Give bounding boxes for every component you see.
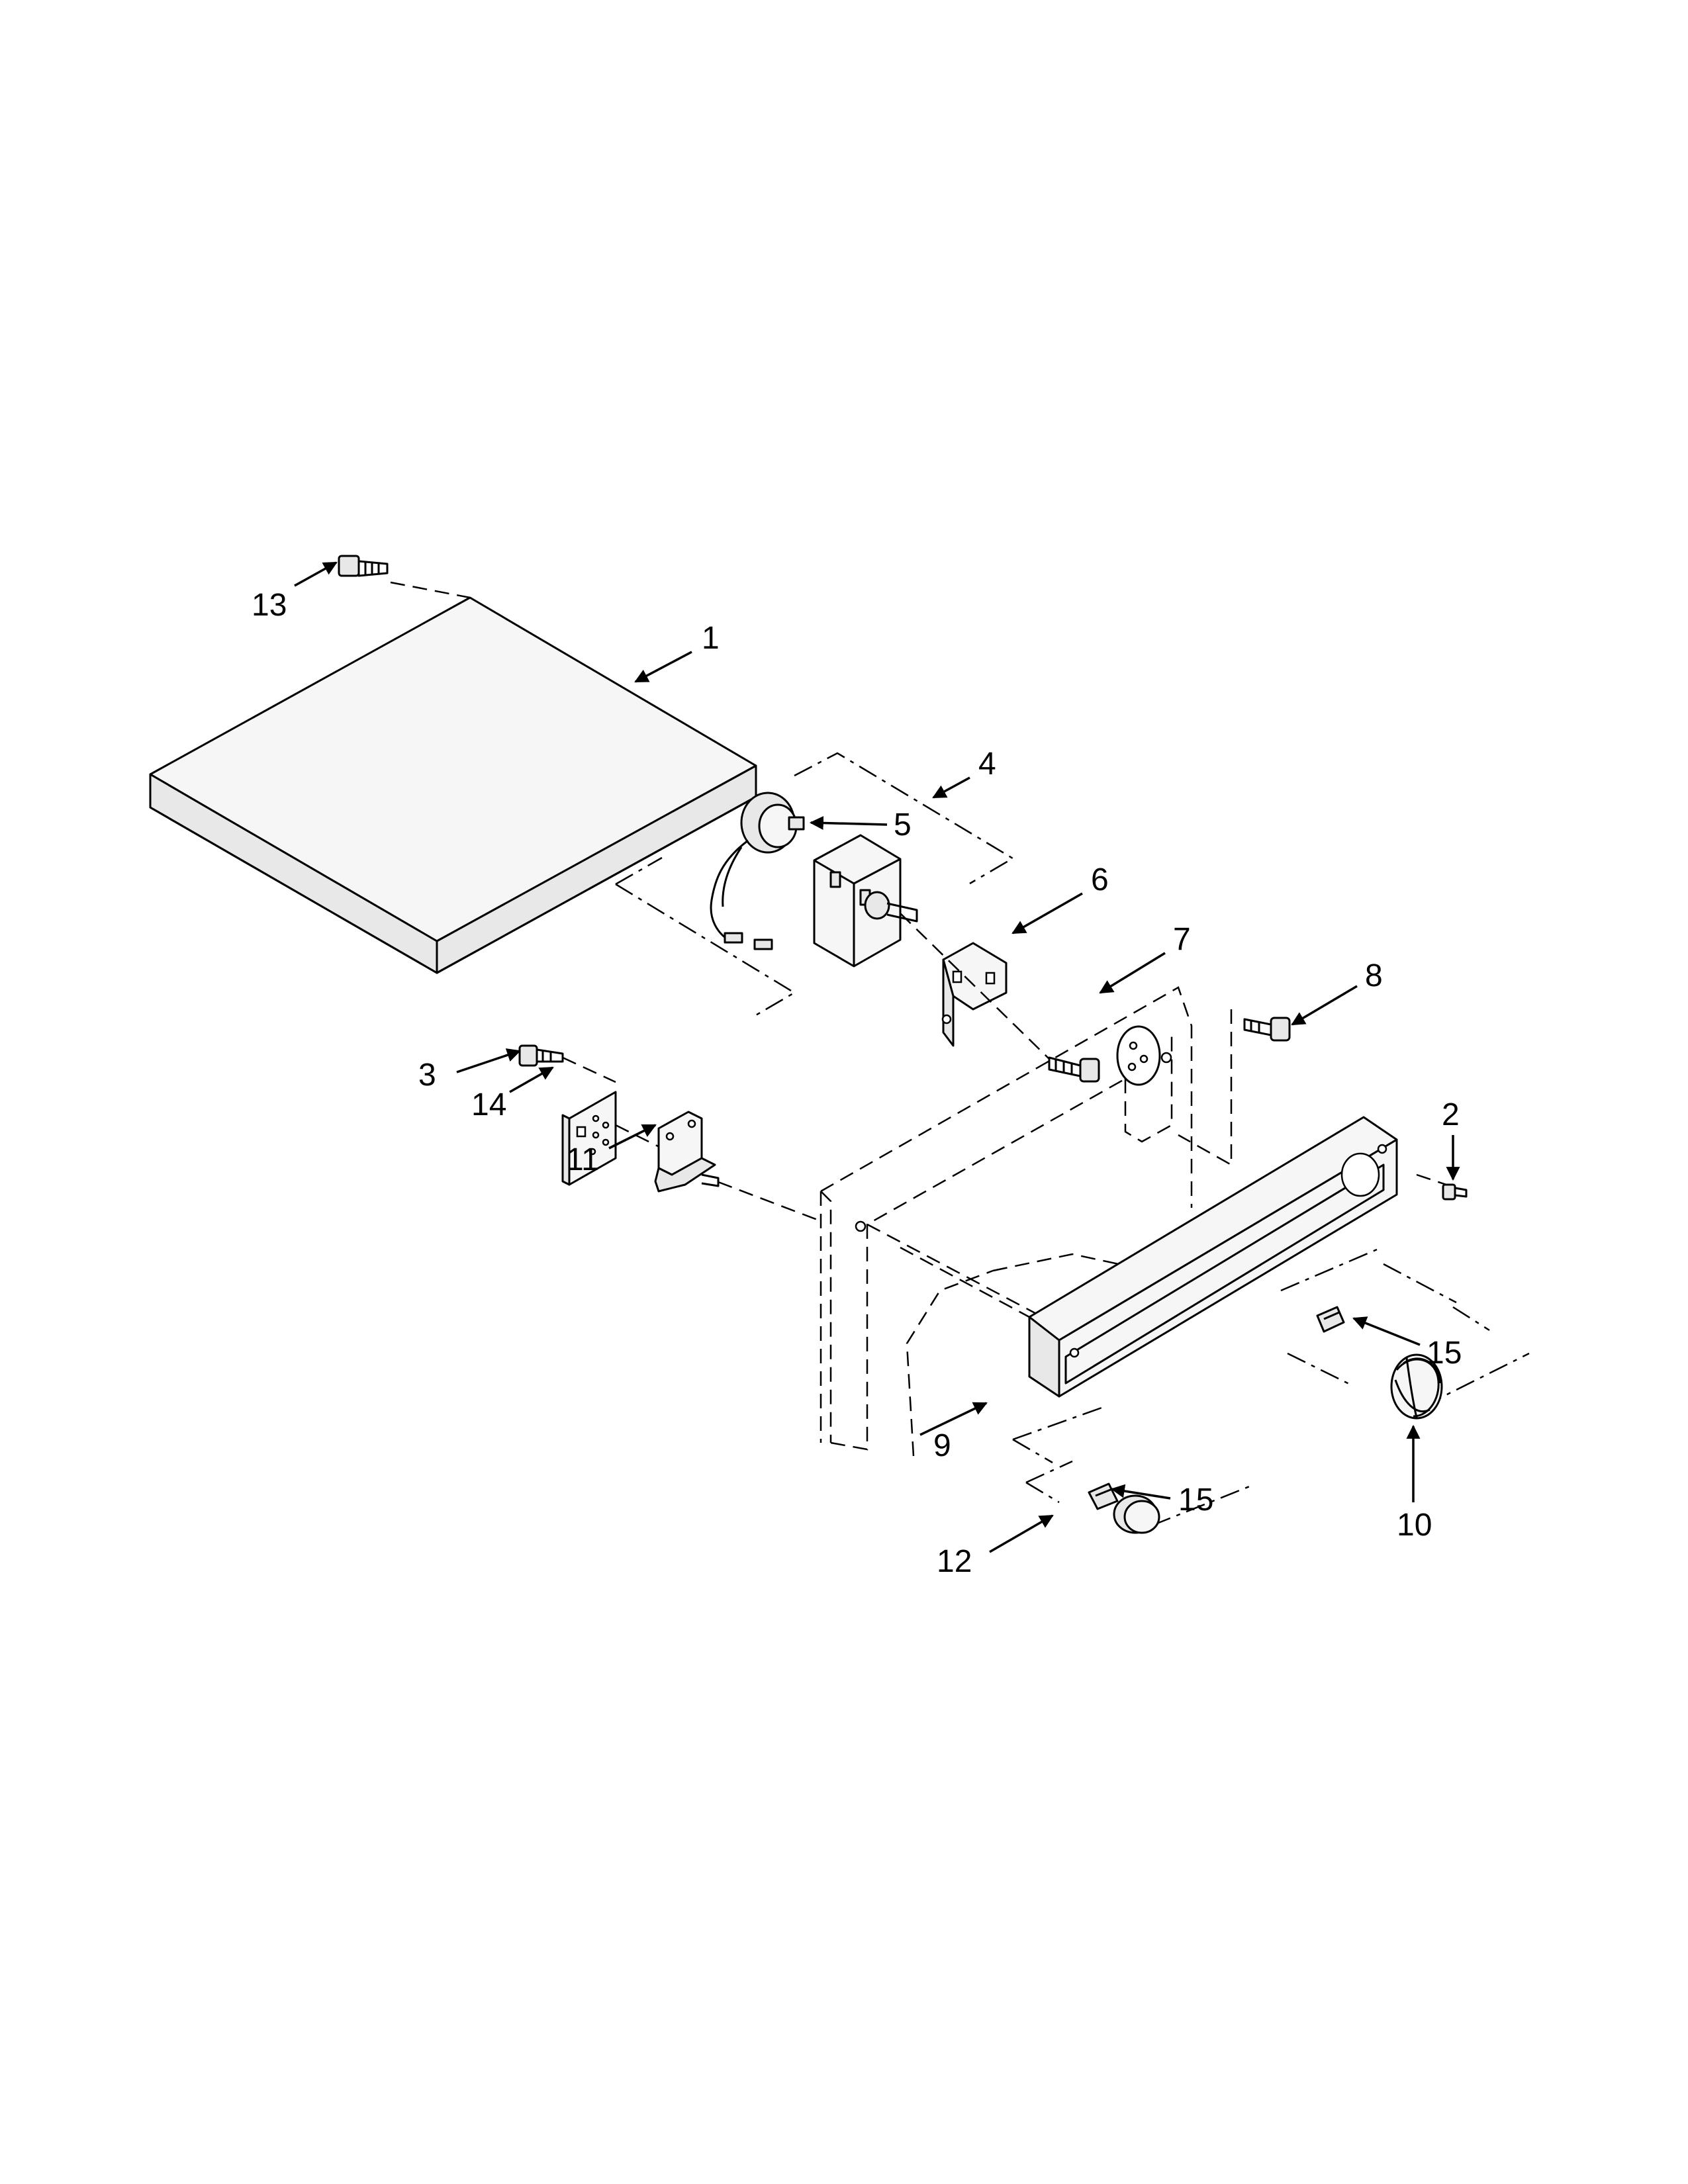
- callout-14: 14: [471, 1087, 506, 1122]
- callout-8: 8: [1365, 958, 1383, 993]
- callout-13: 13: [252, 588, 287, 623]
- switch-mount: [1116, 1025, 1161, 1086]
- plate-14: [561, 1091, 617, 1186]
- callout-7: 7: [1173, 922, 1191, 957]
- callout-15-upper: 15: [1427, 1336, 1462, 1371]
- adapter-15-upper: [1316, 1306, 1345, 1333]
- screw-2: [1442, 1183, 1468, 1201]
- timer-motor-5: [710, 792, 805, 950]
- screw-7: [1048, 1056, 1100, 1083]
- top-panel: [149, 596, 757, 974]
- control-panel-9: [1028, 1116, 1398, 1398]
- callout-11: 11: [566, 1142, 599, 1177]
- infinite-switch-4: [813, 834, 918, 968]
- callout-9: 9: [933, 1428, 951, 1463]
- push-button-12: [1113, 1494, 1160, 1534]
- console-housing-outline: [820, 986, 1193, 1457]
- callout-2: 2: [1442, 1097, 1460, 1132]
- callout-10: 10: [1397, 1508, 1432, 1543]
- callout-6: 6: [1091, 862, 1109, 897]
- callout-1: 1: [702, 621, 720, 656]
- callout-15-lower: 15: [1178, 1482, 1213, 1518]
- callout-4: 4: [978, 747, 996, 782]
- button-group-outline: [1012, 1405, 1252, 1527]
- adapter-15-lower: [1088, 1482, 1119, 1510]
- screw-13: [338, 555, 389, 577]
- bracket-11: [654, 1111, 720, 1193]
- callout-5: 5: [894, 807, 912, 842]
- callout-labels: 13 1 4 5 6 7 8 3 14 11 2 15 10 9 15 12: [252, 588, 1462, 1579]
- leader-arrows: [294, 561, 1460, 1553]
- screw-8: [1243, 1017, 1291, 1042]
- control-group-outline: [615, 752, 1015, 1017]
- screw-3: [518, 1044, 564, 1067]
- callout-12: 12: [937, 1544, 972, 1579]
- callout-3: 3: [418, 1058, 436, 1093]
- bracket-6: [941, 942, 1008, 1047]
- knob-10: [1390, 1353, 1443, 1420]
